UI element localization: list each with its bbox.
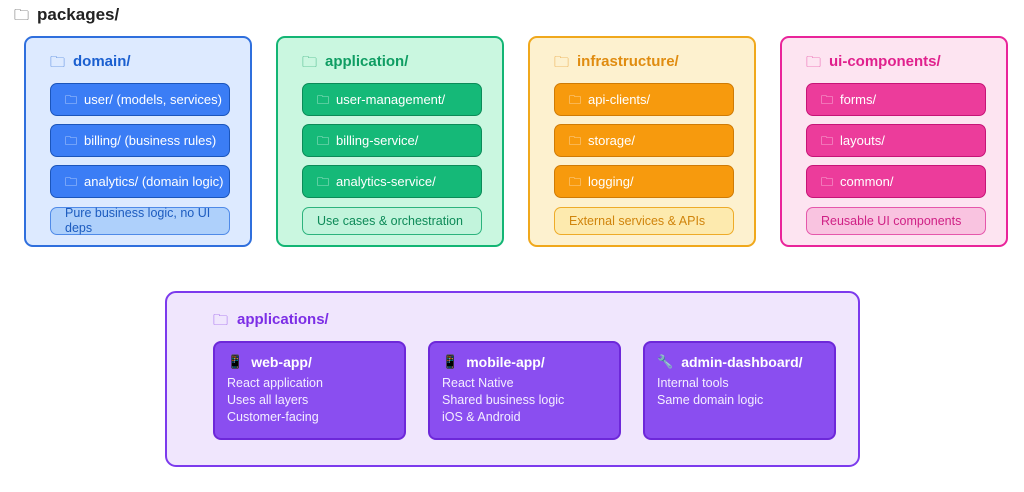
folder-icon: 🗀 — [821, 133, 834, 148]
app-card-mobile-app-title: mobile-app/ — [466, 354, 545, 370]
layer-infrastructure-title: infrastructure/ — [577, 53, 679, 70]
list-item[interactable]: 🗀 api-clients/ — [554, 83, 734, 116]
list-item[interactable]: 🗀 common/ — [806, 165, 986, 198]
layer-application-title: application/ — [325, 53, 409, 70]
layer-ui-components[interactable]: 🗀 ui-components/ 🗀 forms/ 🗀 layouts/ 🗀 c… — [780, 36, 1008, 247]
app-card-admin-dashboard-title: admin-dashboard/ — [681, 354, 803, 370]
app-card-mobile-app-title-row: 📱 mobile-app/ — [442, 353, 607, 372]
list-item[interactable]: 🗀 user/ (models, services) — [50, 83, 230, 116]
app-card-line: iOS & Android — [442, 410, 521, 424]
layer-infrastructure[interactable]: 🗀 infrastructure/ 🗀 api-clients/ 🗀 stora… — [528, 36, 756, 247]
list-item-label: analytics-service/ — [336, 173, 436, 189]
folder-icon: 🗀 — [569, 174, 582, 189]
list-item[interactable]: 🗀 storage/ — [554, 124, 734, 157]
app-card-web-app-title-row: 📱 web-app/ — [227, 353, 392, 372]
list-item-label: common/ — [840, 173, 894, 189]
folder-icon: 🗀 — [213, 311, 229, 329]
layer-application-header: 🗀 application/ — [302, 53, 486, 71]
app-card-line: Same domain logic — [657, 393, 764, 407]
list-item-label: forms/ — [840, 91, 877, 107]
list-item-label: api-clients/ — [588, 91, 651, 107]
wrench-icon: 🔧 — [657, 355, 674, 370]
layer-infrastructure-header: 🗀 infrastructure/ — [554, 53, 738, 71]
app-card-admin-dashboard[interactable]: 🔧 admin-dashboard/ Internal tools Same d… — [643, 341, 836, 440]
folder-icon: 🗀 — [65, 174, 78, 189]
applications-title: applications/ — [237, 311, 329, 328]
root-package-title: 🗀 packages/ — [14, 4, 119, 26]
app-card-web-app-title: web-app/ — [251, 354, 312, 370]
layer-infrastructure-items: 🗀 api-clients/ 🗀 storage/ 🗀 logging/ Ext… — [554, 83, 734, 235]
list-item-label: layouts/ — [840, 132, 885, 148]
folder-icon: 🗀 — [317, 133, 330, 148]
list-item[interactable]: 🗀 layouts/ — [806, 124, 986, 157]
folder-icon: 🗀 — [317, 92, 330, 107]
applications-cards-row: 📱 web-app/ React application Uses all la… — [213, 341, 836, 440]
app-card-admin-dashboard-title-row: 🔧 admin-dashboard/ — [657, 353, 822, 372]
app-card-line: Internal tools — [657, 376, 729, 390]
layer-ui-components-note: Reusable UI components — [806, 207, 986, 235]
layer-ui-components-header: 🗀 ui-components/ — [806, 53, 990, 71]
folder-icon: 🗀 — [806, 53, 822, 71]
list-item-label: storage/ — [588, 132, 635, 148]
app-card-line: Uses all layers — [227, 393, 309, 407]
list-item[interactable]: 🗀 billing/ (business rules) — [50, 124, 230, 157]
folder-icon: 🗀 — [821, 92, 834, 107]
list-item[interactable]: 🗀 forms/ — [806, 83, 986, 116]
mobile-phone-icon: 📱 — [442, 355, 459, 370]
list-item-label: billing-service/ — [336, 132, 419, 148]
applications-panel[interactable]: 🗀 applications/ 📱 web-app/ React applica… — [165, 291, 860, 467]
list-item-label: user/ (models, services) — [84, 91, 222, 107]
layer-ui-components-items: 🗀 forms/ 🗀 layouts/ 🗀 common/ Reusable U… — [806, 83, 986, 235]
list-item[interactable]: 🗀 analytics-service/ — [302, 165, 482, 198]
list-item-label: logging/ — [588, 173, 634, 189]
applications-header: 🗀 applications/ — [213, 311, 836, 329]
layer-domain-title: domain/ — [73, 53, 131, 70]
app-card-line: React Native — [442, 376, 514, 390]
folder-icon: 🗀 — [65, 92, 78, 107]
folder-icon: 🗀 — [302, 53, 318, 71]
folder-icon: 🗀 — [569, 92, 582, 107]
layer-infrastructure-note: External services & APIs — [554, 207, 734, 235]
list-item-label: billing/ (business rules) — [84, 132, 217, 148]
folder-icon: 🗀 — [569, 133, 582, 148]
layer-domain-items: 🗀 user/ (models, services) 🗀 billing/ (b… — [50, 83, 230, 235]
list-item[interactable]: 🗀 user-management/ — [302, 83, 482, 116]
app-card-mobile-app[interactable]: 📱 mobile-app/ React Native Shared busine… — [428, 341, 621, 440]
layer-ui-components-title: ui-components/ — [829, 53, 941, 70]
app-card-web-app[interactable]: 📱 web-app/ React application Uses all la… — [213, 341, 406, 440]
mobile-phone-icon: 📱 — [227, 355, 244, 370]
layer-domain-header: 🗀 domain/ — [50, 53, 234, 71]
layer-application[interactable]: 🗀 application/ 🗀 user-management/ 🗀 bill… — [276, 36, 504, 247]
app-card-line: React application — [227, 376, 323, 390]
app-card-line: Shared business logic — [442, 393, 565, 407]
list-item-label: analytics/ (domain logic) — [84, 173, 224, 189]
layer-application-note: Use cases & orchestration — [302, 207, 482, 235]
layers-row: 🗀 domain/ 🗀 user/ (models, services) 🗀 b… — [24, 36, 1008, 247]
layer-application-items: 🗀 user-management/ 🗀 billing-service/ 🗀 … — [302, 83, 482, 235]
folder-icon: 🗀 — [554, 53, 570, 71]
layer-domain[interactable]: 🗀 domain/ 🗀 user/ (models, services) 🗀 b… — [24, 36, 252, 247]
list-item-label: user-management/ — [336, 91, 446, 107]
list-item[interactable]: 🗀 billing-service/ — [302, 124, 482, 157]
list-item[interactable]: 🗀 logging/ — [554, 165, 734, 198]
list-item[interactable]: 🗀 analytics/ (domain logic) — [50, 165, 230, 198]
folder-icon: 🗀 — [65, 133, 78, 148]
folder-icon: 🗀 — [14, 6, 30, 24]
root-package-label: packages/ — [37, 5, 120, 24]
folder-icon: 🗀 — [317, 174, 330, 189]
layer-domain-note: Pure business logic, no UI deps — [50, 206, 230, 235]
folder-icon: 🗀 — [50, 53, 66, 71]
app-card-line: Customer-facing — [227, 410, 319, 424]
folder-icon: 🗀 — [821, 174, 834, 189]
